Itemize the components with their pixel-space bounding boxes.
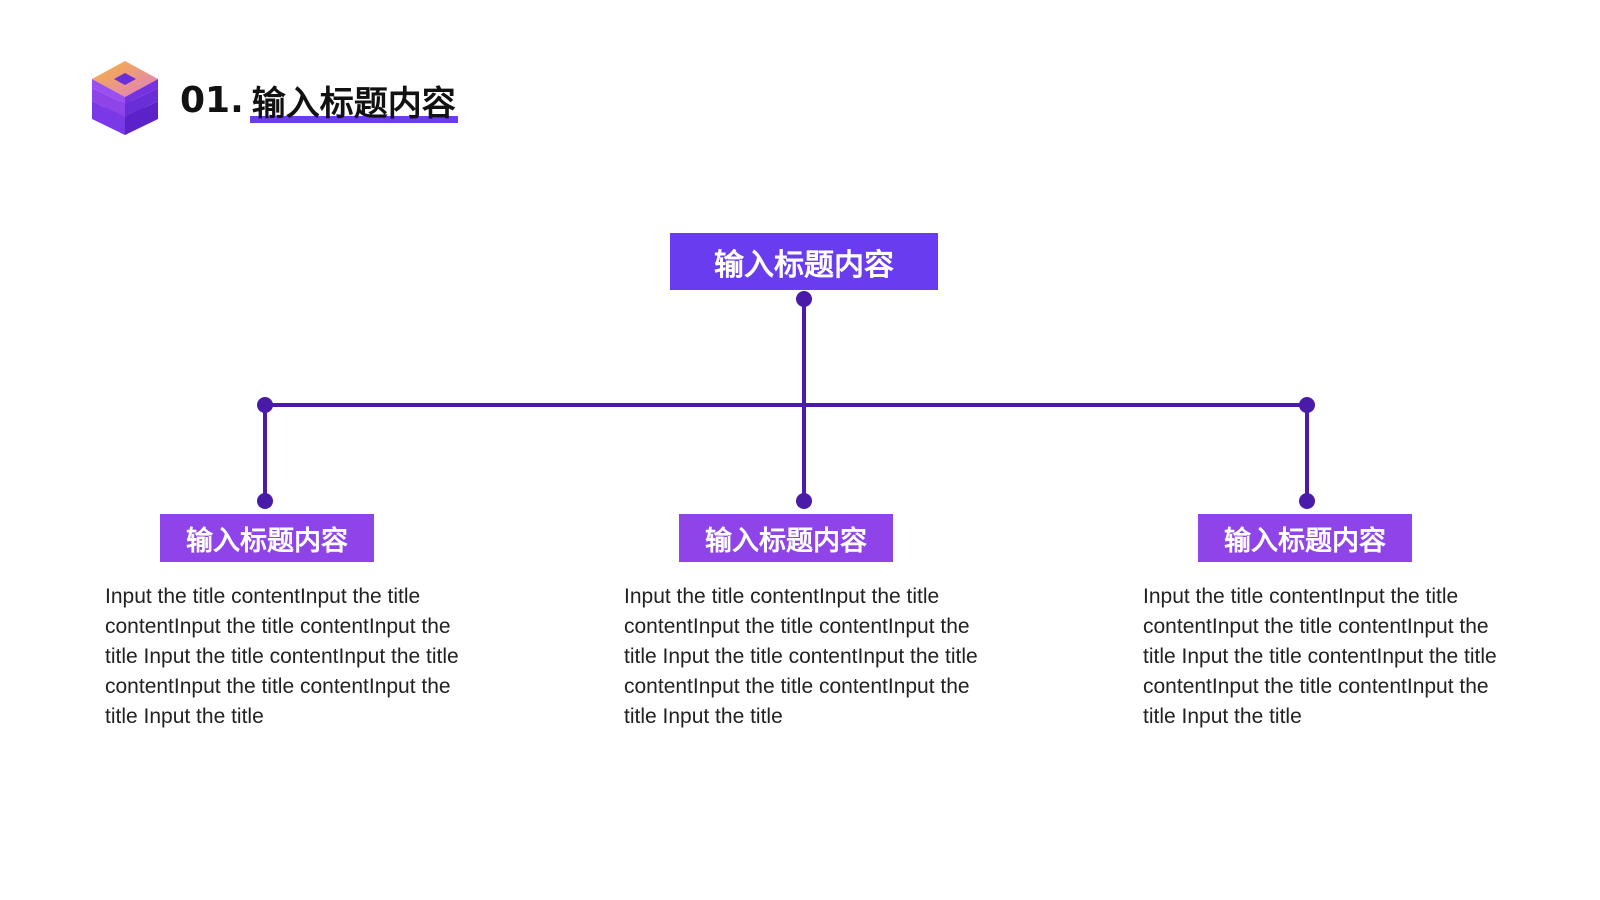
stacked-cube-icon	[92, 61, 158, 135]
child-1-description: Input the title contentInput the title c…	[105, 585, 459, 728]
section-number: 01.	[180, 79, 244, 121]
child-node-3: 输入标题内容	[1198, 514, 1412, 562]
page-title: 01. 输入标题内容	[180, 76, 458, 125]
section-title-wrap: 输入标题内容	[249, 76, 458, 125]
section-title: 输入标题内容	[251, 83, 456, 124]
bar-left-dot	[257, 397, 273, 413]
child-2-dot	[796, 493, 812, 509]
child-2-description: Input the title contentInput the title c…	[624, 585, 978, 728]
child-3-dot	[1299, 493, 1315, 509]
root-node: 输入标题内容	[670, 233, 938, 290]
root-node-dot	[796, 291, 812, 307]
child-1-dot	[257, 493, 273, 509]
bar-right-dot	[1299, 397, 1315, 413]
child-node-2: 输入标题内容	[679, 514, 893, 562]
child-node-1: 输入标题内容	[160, 514, 374, 562]
child-3-description: Input the title contentInput the title c…	[1143, 585, 1497, 728]
title-underline	[249, 115, 458, 123]
